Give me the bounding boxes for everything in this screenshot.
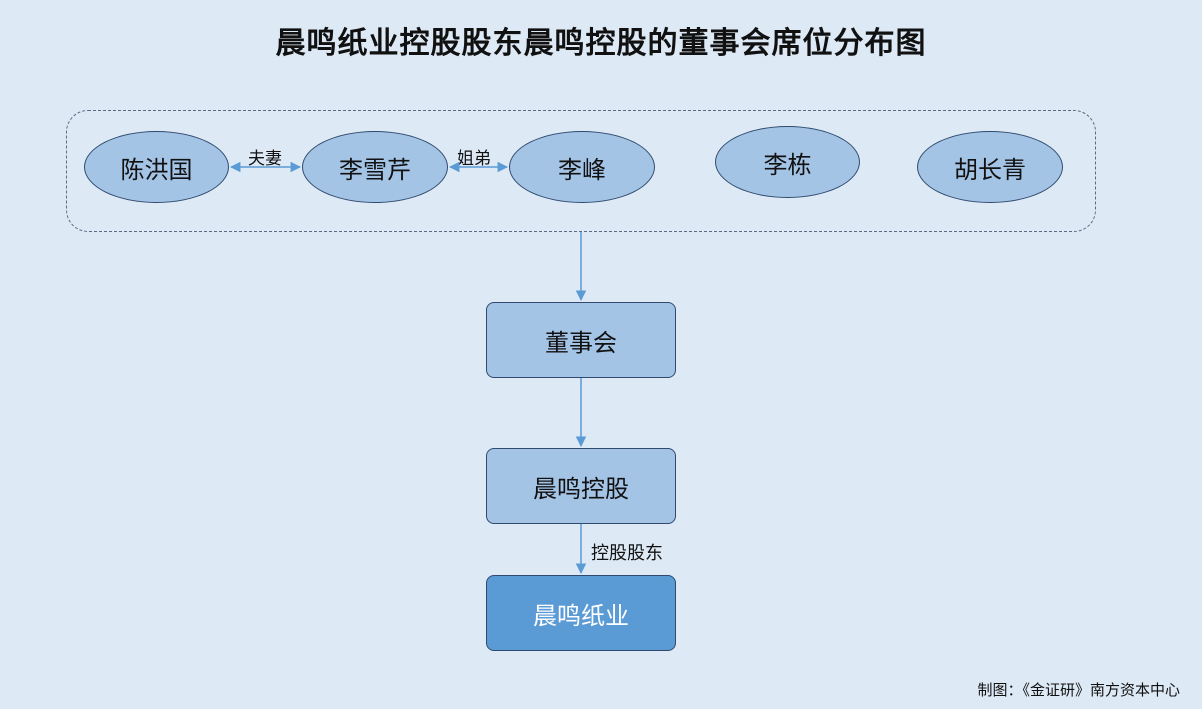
person-node-li-feng[interactable]: 李峰 [509, 131, 655, 203]
person-node-hu-changqing[interactable]: 胡长青 [917, 131, 1063, 203]
person-node-li-xueqin[interactable]: 李雪芹 [302, 131, 448, 203]
listed-company-node[interactable]: 晨鸣纸业 [486, 575, 676, 651]
page-title: 晨鸣纸业控股股东晨鸣控股的董事会席位分布图 [275, 26, 927, 61]
person-node-li-dong[interactable]: 李栋 [715, 126, 860, 198]
controlling-shareholder-label: 控股股东 [591, 543, 663, 564]
person-node-chen-hongguo[interactable]: 陈洪国 [84, 131, 229, 203]
holding-company-node[interactable]: 晨鸣控股 [486, 448, 676, 524]
board-node[interactable]: 董事会 [486, 302, 676, 378]
chart-credit: 制图：《金证研》南方资本中心 [977, 681, 1180, 699]
shareholder-group-box [66, 110, 1096, 232]
